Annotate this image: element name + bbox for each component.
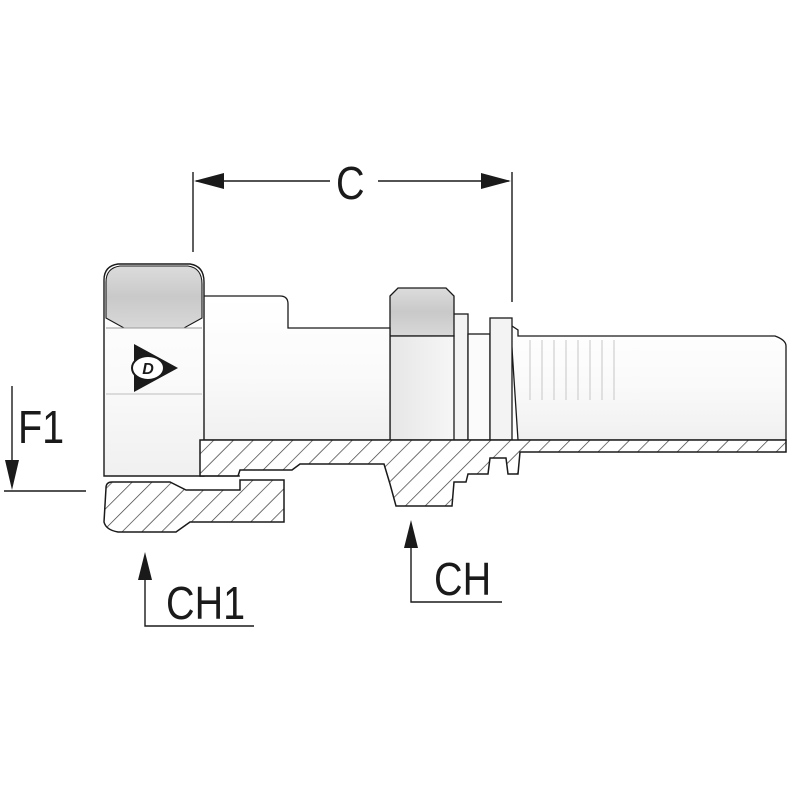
- dimension-ch-label: CH: [434, 553, 492, 605]
- dimension-f1-arrow: [5, 460, 19, 490]
- collar-groove: [467, 333, 491, 441]
- body-section: [199, 439, 787, 507]
- tail-barbs: [529, 340, 615, 400]
- body-hex-ch: [389, 287, 455, 441]
- section-view: [103, 439, 787, 533]
- nut-section: [103, 479, 285, 533]
- collar-ring-2: [489, 317, 513, 441]
- leader-ch-line: [410, 546, 502, 603]
- leader-ch-arrow: [404, 520, 418, 548]
- leader-ch: [404, 520, 502, 603]
- neck-shoulder: [199, 295, 391, 441]
- dimension-f1: [4, 386, 86, 492]
- body-hex-top: [389, 287, 455, 337]
- leader-ch1-line: [144, 578, 254, 627]
- body-hex-face: [389, 335, 455, 441]
- dimension-c-label: C: [336, 157, 365, 209]
- fitting-neck: [199, 295, 391, 441]
- leader-ch1: [138, 552, 254, 627]
- svg-text:D: D: [142, 361, 154, 378]
- dimension-c-arrow-right: [481, 173, 511, 189]
- leader-ch1-arrow: [138, 552, 152, 580]
- collar-rings: [451, 313, 513, 441]
- dimension-ch1-label: CH1: [166, 577, 246, 629]
- dimension-f1-label: F1: [18, 401, 65, 453]
- hose-tail: [509, 317, 787, 441]
- nut-hex-top: [105, 265, 203, 329]
- dimension-c: [192, 172, 513, 302]
- tail-body: [509, 317, 787, 441]
- dunlop-logo-icon: D: [131, 344, 178, 392]
- dimension-c-arrow-left: [194, 173, 224, 189]
